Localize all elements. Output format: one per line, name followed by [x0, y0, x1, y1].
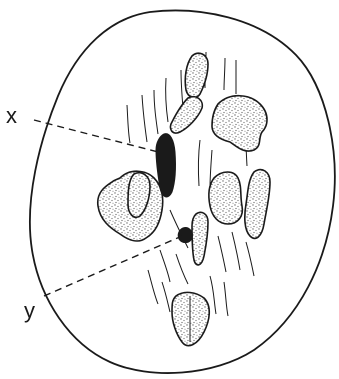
leader-line-x: [34, 120, 158, 152]
chromosome-upper-right: [212, 96, 267, 151]
chromosome-center-small: [192, 212, 208, 265]
chromosomes: [98, 53, 270, 345]
dark-chromosomes: [156, 134, 192, 243]
chromosome-y-dot: [178, 228, 192, 243]
leader-line-y: [44, 236, 182, 296]
label-x: x: [6, 103, 17, 128]
chromosome-bottom: [172, 292, 209, 345]
label-y: y: [24, 298, 35, 323]
chromosome-upper-diagonal: [170, 97, 202, 133]
chromosome-top: [185, 53, 208, 97]
chromosome-right-long: [245, 170, 270, 239]
chromosome-right-mid: [209, 172, 243, 224]
